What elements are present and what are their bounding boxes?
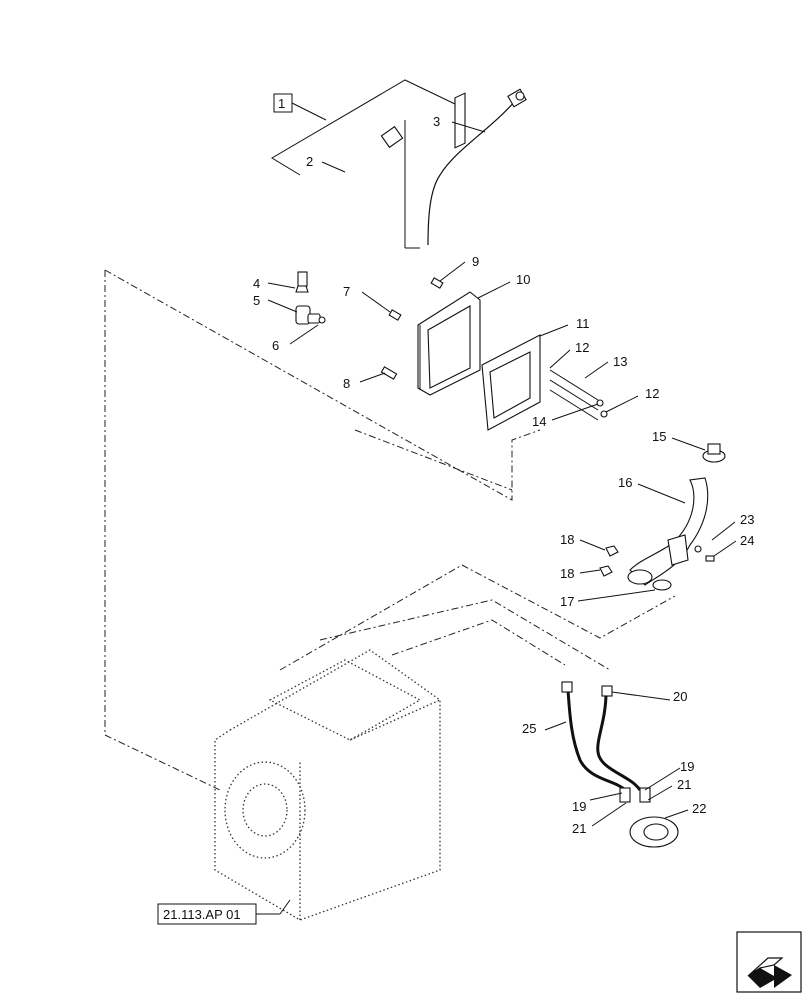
callout-5: 5 [253, 293, 260, 308]
callout-9: 9 [472, 254, 479, 269]
arrow-icon[interactable] [736, 931, 802, 993]
gasket-part-11 [481, 334, 541, 431]
callout-8: 8 [343, 376, 350, 391]
rods-parts-12-13 [549, 369, 608, 421]
callout-16: 16 [618, 475, 632, 490]
callout-24: 24 [740, 533, 754, 548]
callout-21-left: 21 [572, 821, 586, 836]
callout-10: 10 [516, 272, 530, 287]
tube-part-2 [297, 125, 404, 287]
tubes-20-25-flange-22 [561, 681, 679, 848]
filler-tube-part-16 [627, 477, 709, 591]
callout-23: 23 [740, 512, 754, 527]
callout-13: 13 [613, 354, 627, 369]
callout-6: 6 [272, 338, 279, 353]
callout-7: 7 [343, 284, 350, 299]
callout-19-left: 19 [572, 799, 586, 814]
callout-14: 14 [532, 414, 546, 429]
callout-11: 11 [576, 316, 590, 331]
dipstick-part-3 [427, 88, 527, 246]
callout-18-bottom: 18 [560, 566, 574, 581]
group-1-indicator: 1 [271, 79, 456, 249]
callout-18-top: 18 [560, 532, 574, 547]
callout-12-top: 12 [575, 340, 589, 355]
callout-22: 22 [692, 801, 706, 816]
callouts: 2 3 4 5 6 7 8 9 10 11 12 12 13 14 15 16 [253, 114, 754, 836]
callout-4: 4 [253, 276, 260, 291]
callout-2: 2 [306, 154, 313, 169]
bolts-7-8-9 [380, 277, 444, 380]
reference-label: 21.113.AP 01 [163, 907, 241, 922]
callout-19-right: 19 [680, 759, 694, 774]
transmission-housing [214, 649, 441, 921]
callout-21-right: 21 [677, 777, 691, 792]
callout-3: 3 [433, 114, 440, 129]
fitting-parts-4-5-6 [295, 285, 326, 325]
housing-part-10 [417, 92, 481, 396]
small-parts-18-23-24 [599, 545, 715, 577]
callout-25: 25 [522, 721, 536, 736]
group-label: 1 [278, 96, 285, 111]
cap-part-15 [702, 443, 726, 463]
reference-21-113-ap-01: 21.113.AP 01 [157, 899, 291, 925]
callout-15: 15 [652, 429, 666, 444]
dash-dot-connector-lines [104, 269, 676, 791]
callout-20: 20 [673, 689, 687, 704]
callout-17: 17 [560, 594, 574, 609]
callout-12-right: 12 [645, 386, 659, 401]
